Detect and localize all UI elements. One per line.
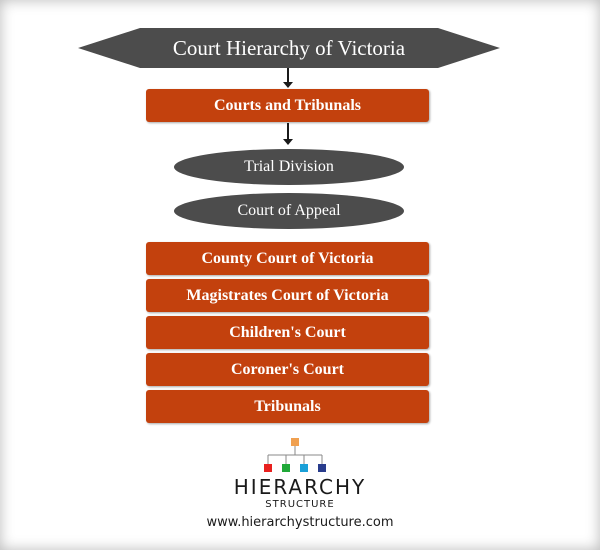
coroners-court-box: Coroner's Court: [146, 353, 429, 386]
county-court-box: County Court of Victoria: [146, 242, 429, 275]
magistrates-court-box: Magistrates Court of Victoria: [146, 279, 429, 312]
court-of-appeal-node: Court of Appeal: [174, 193, 404, 229]
trial-division-node: Trial Division: [174, 149, 404, 185]
website-url: www.hierarchystructure.com: [206, 515, 394, 530]
title-banner: Court Hierarchy of Victoria: [78, 28, 500, 68]
diagram-title: Court Hierarchy of Victoria: [172, 36, 406, 60]
connector-arrow-1: [283, 68, 293, 88]
courts-and-tribunals-box: Courts and Tribunals: [146, 89, 429, 122]
title-banner-shape: [78, 28, 500, 68]
childrens-court-box: Children's Court: [146, 316, 429, 349]
logo-subtitle: STRUCTURE: [265, 499, 335, 510]
org-chart-icon: [264, 438, 326, 472]
connector-arrow-2: [283, 123, 293, 145]
tribunals-box: Tribunals: [146, 390, 429, 423]
logo-title: HIERARCHY: [233, 475, 367, 499]
